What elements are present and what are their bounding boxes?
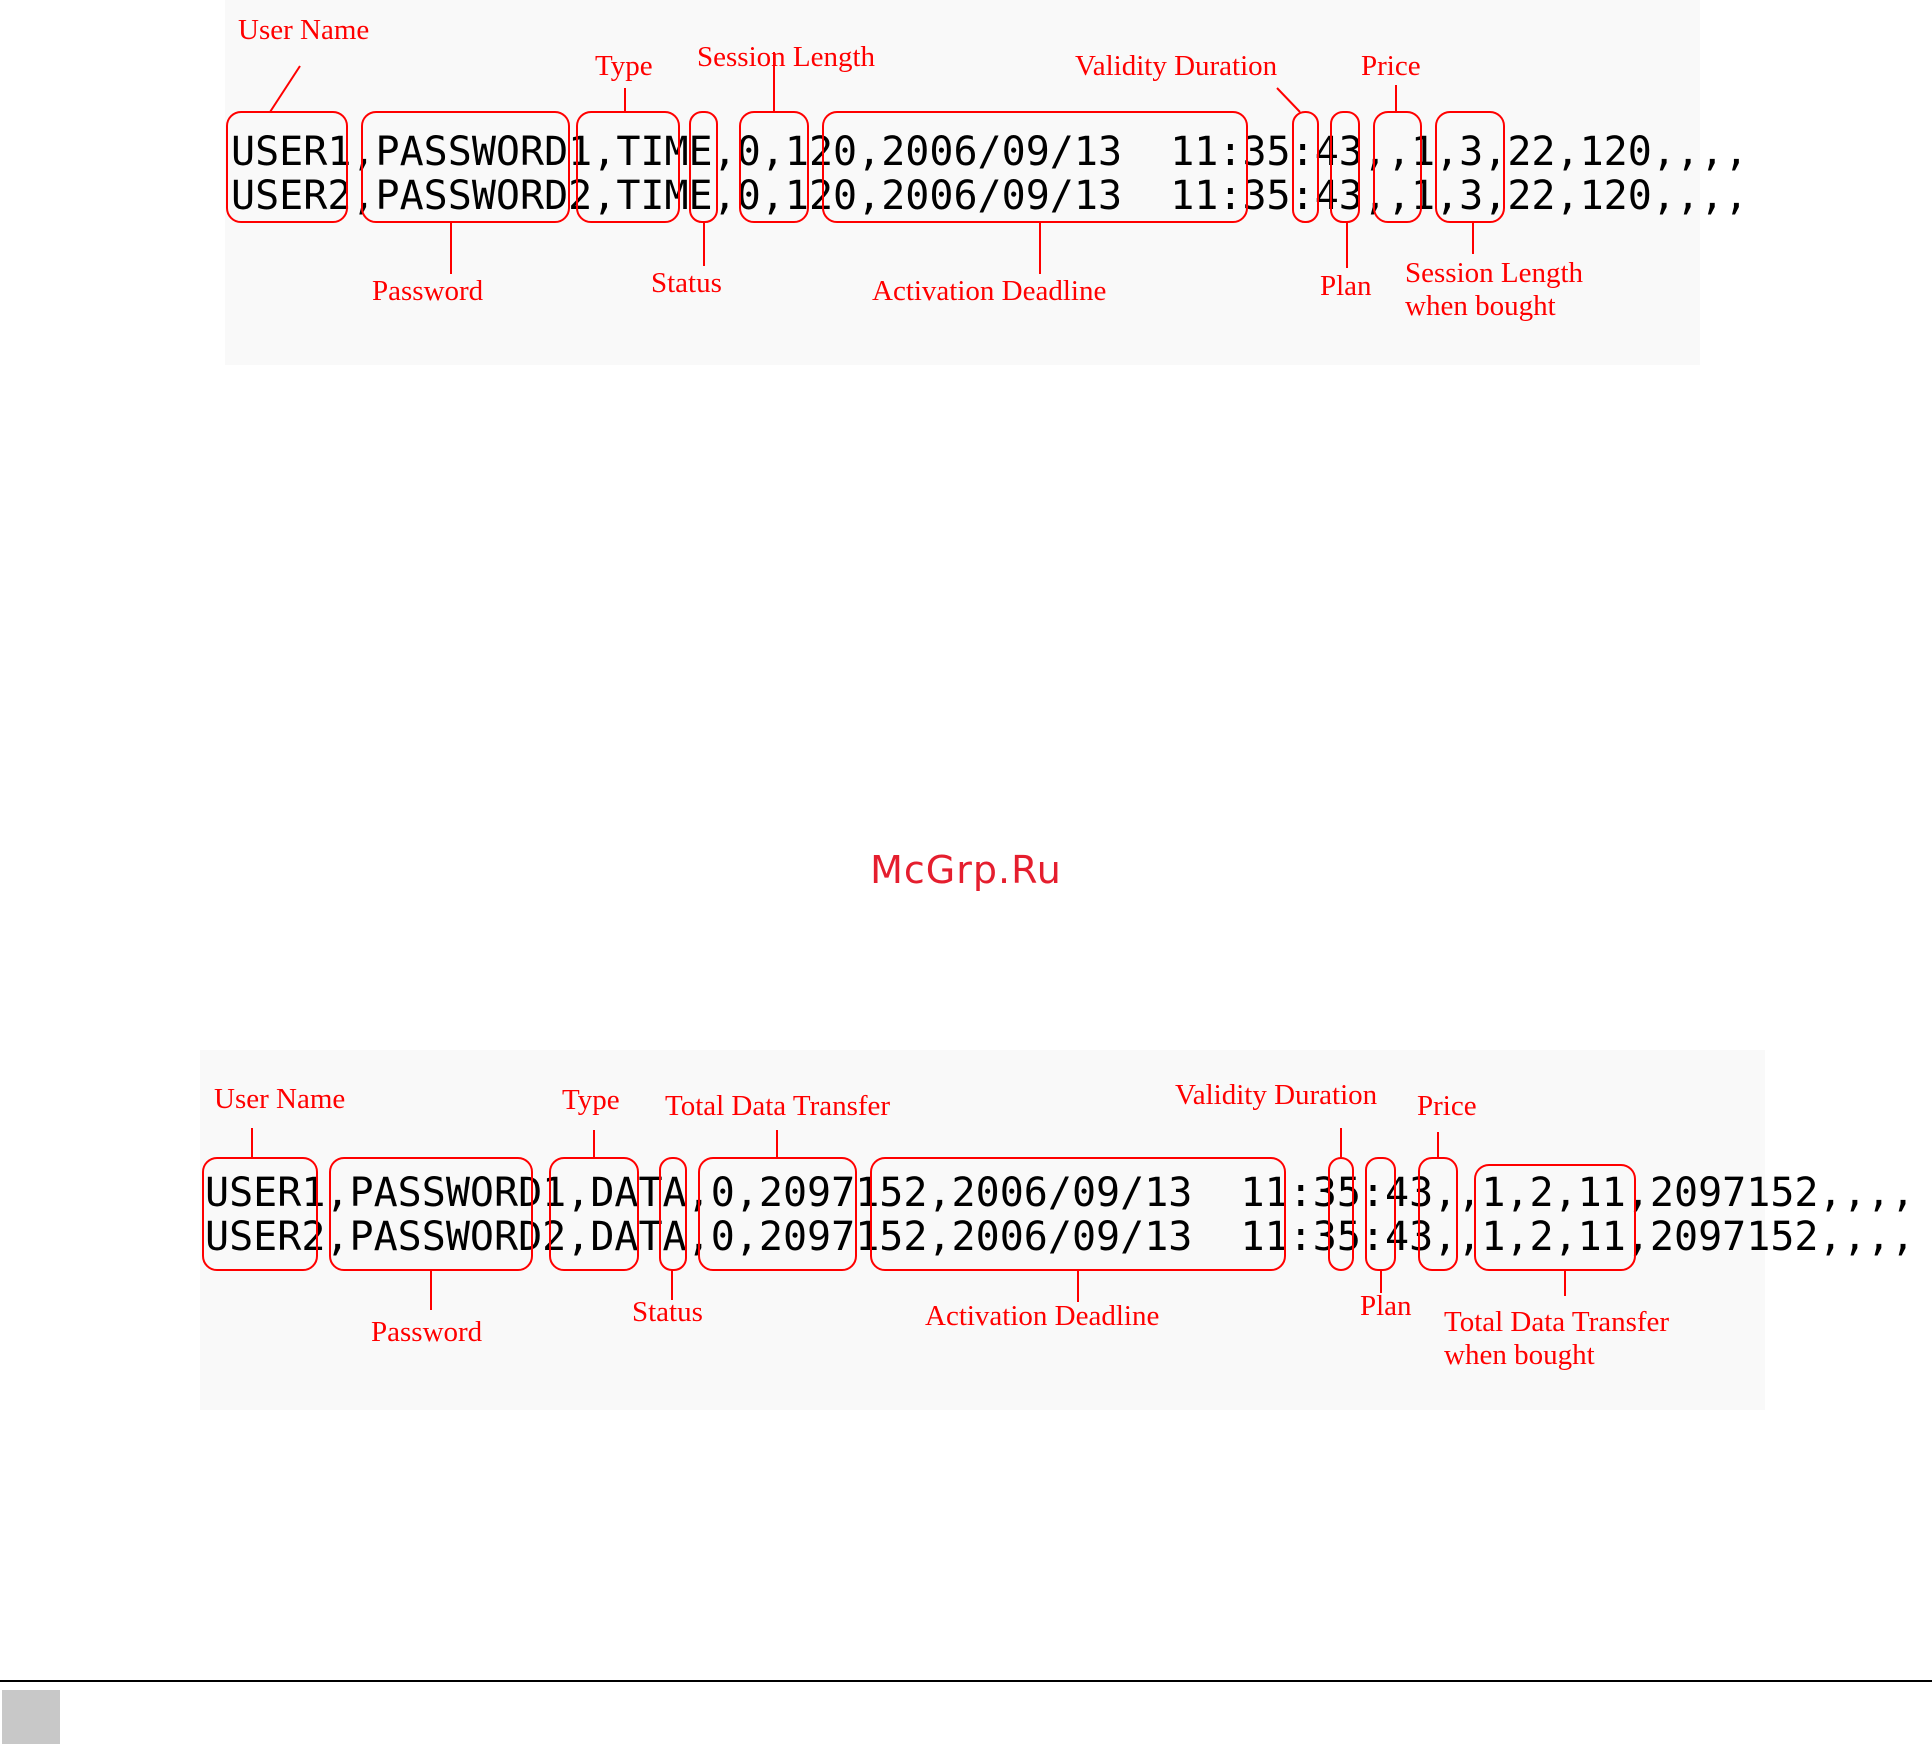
user-name-box [226,111,348,223]
label-validity-duration: Validity Duration [1075,50,1278,82]
label-type: Type [595,50,653,82]
label-activation-deadline: Activation Deadline [925,1300,1160,1332]
type-box [549,1157,639,1271]
label-user-name: User Name [214,1083,346,1115]
data-plan-figure: USER1,PASSWORD1,DATA,0,2097152,2006/09/1… [200,1050,1915,1410]
password-box [329,1157,533,1271]
time-plan-figure: USER1,PASSWORD1,TIME,0,120,2006/09/13 11… [225,0,1748,365]
label-price: Price [1417,1090,1477,1122]
label-session-length: Session Length [697,41,876,73]
user-name-box [202,1157,318,1271]
status-box [659,1157,687,1271]
status-box [689,111,718,223]
watermark: McGrp.Ru [870,848,1062,892]
plan-box [1365,1157,1396,1271]
footer-divider [0,1680,1932,1682]
label-user-name: User Name [238,14,370,46]
activation-deadline-box [822,111,1248,223]
password-box [361,111,570,223]
session-length-bought-box [1435,111,1505,223]
label-total-data-transfer: Total Data Transfer [665,1090,891,1122]
label-plan: Plan [1360,1290,1412,1322]
validity-duration-box [1292,111,1319,223]
label-total-data-transfer-bought: Total Data Transfer when bought [1444,1306,1670,1371]
plan-box [1330,111,1360,223]
label-password: Password [372,275,484,307]
data-row-user1: USER1,PASSWORD1,TIME,0,120,2006/09/13 11… [231,129,1749,175]
activation-deadline-box [870,1157,1286,1271]
validity-duration-box [1328,1157,1354,1271]
label-status: Status [651,267,722,299]
type-box [576,111,680,223]
label-activation-deadline: Activation Deadline [872,275,1107,307]
total-data-transfer-bought-box [1474,1164,1636,1271]
label-session-length-bought: Session Length when bought [1405,257,1584,322]
session-length-box [739,111,809,223]
annotation-overlay [202,1128,1636,1310]
price-box [1418,1157,1458,1271]
page-marker-box [2,1690,60,1744]
label-password: Password [371,1316,483,1348]
label-validity-duration: Validity Duration [1175,1079,1378,1111]
label-price: Price [1361,50,1421,82]
total-data-transfer-box [698,1157,857,1271]
label-status: Status [632,1296,703,1328]
label-type: Type [562,1084,620,1116]
data-row-user2: USER2,PASSWORD2,TIME,0,120,2006/09/13 11… [231,173,1749,219]
price-box [1373,111,1422,223]
label-plan: Plan [1320,270,1372,302]
annotation-overlay [226,52,1505,274]
